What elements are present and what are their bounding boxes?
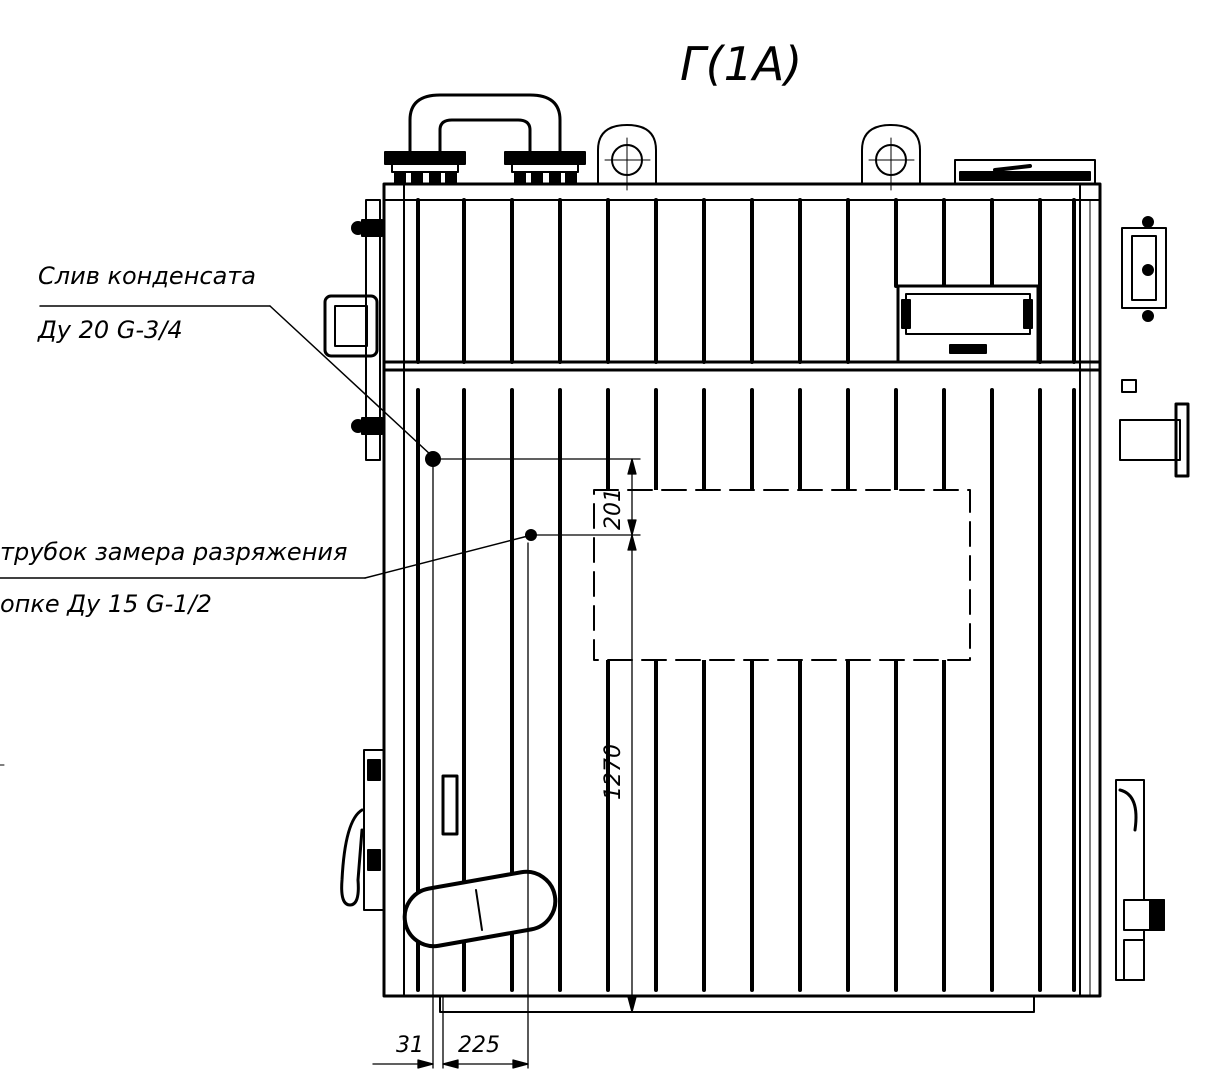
condensate-drain-point: [425, 451, 441, 467]
lifting-lug-right: [861, 124, 921, 191]
top-hatch: [954, 159, 1096, 185]
dimension-225: 225: [458, 1033, 500, 1058]
lifting-lug-left: [597, 124, 657, 191]
view-title: Г(1А): [680, 37, 802, 91]
top-flange-left: [384, 151, 466, 185]
peephole-slot: [441, 774, 459, 836]
condensate-label-line2: Ду 20 G-3/4: [37, 316, 183, 344]
top-pipe-elbow: [408, 93, 562, 160]
dimension-1270: 1270: [601, 744, 626, 800]
vacuum-label-line1: трубок замера разряжения: [0, 538, 347, 566]
top-flange-right: [504, 151, 586, 185]
hidden-opening: [593, 489, 971, 661]
vacuum-label-line2: опке Ду 15 G-1/2: [0, 590, 212, 618]
condensate-label-line1: Слив конденсата: [38, 262, 256, 290]
dimension-lines: [372, 458, 641, 1069]
vacuum-leader: [0, 535, 529, 579]
condensate-leader: [39, 305, 433, 457]
dimension-31: 31: [396, 1033, 424, 1058]
right-side-fittings: [1121, 216, 1167, 393]
cleaning-port: [402, 869, 558, 949]
right-lower-fittings: [1115, 779, 1165, 981]
dimension-201: 201: [601, 488, 626, 530]
fins-upper: [416, 198, 1076, 364]
inspection-window: [896, 284, 1040, 364]
right-outlet-nozzle: [1119, 402, 1190, 478]
vacuum-gauge-point: [525, 529, 537, 541]
left-side-fittings: [323, 199, 383, 461]
left-lower-lever: [340, 749, 385, 911]
